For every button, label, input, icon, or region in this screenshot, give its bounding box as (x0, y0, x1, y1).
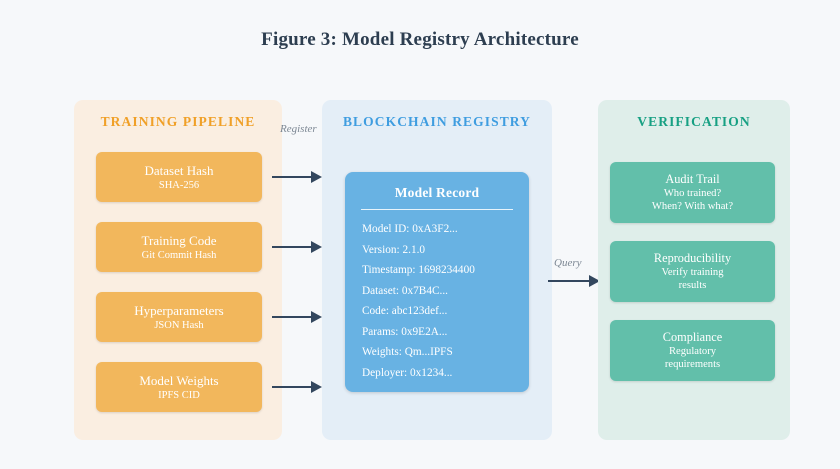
stage-title: Training Code (141, 232, 217, 248)
stage-title: Model Weights (139, 372, 219, 388)
verification-panel: VERIFICATION Audit Trail Who trained? Wh… (598, 100, 790, 440)
arrow-registry-to-verification (548, 275, 600, 287)
verify-subtitle-line2: results (678, 280, 707, 291)
verify-subtitle-line1: Who trained? (663, 188, 722, 199)
record-field: Code: abc123def... (362, 305, 448, 317)
arrow-code-to-registry (272, 241, 322, 253)
verify-box-compliance[interactable]: Compliance Regulatory requirements (610, 320, 775, 381)
stage-box-hyperparameters[interactable]: Hyperparameters JSON Hash (96, 292, 262, 342)
verify-subtitle-line2: requirements (664, 359, 721, 370)
arrow-dataset-to-registry (272, 171, 322, 183)
record-field: Deployer: 0x1234... (362, 366, 453, 379)
record-field: Timestamp: 1698234400 (362, 264, 475, 276)
stage-subtitle: Git Commit Hash (141, 249, 217, 261)
blockchain-registry-heading: BLOCKCHAIN REGISTRY (342, 114, 532, 129)
stage-subtitle: IPFS CID (158, 389, 200, 401)
verify-title: Audit Trail (665, 172, 720, 186)
stage-box-training-code[interactable]: Training Code Git Commit Hash (96, 222, 262, 272)
verify-title: Reproducibility (653, 251, 732, 265)
arrow-params-to-registry (272, 311, 322, 323)
arrow-label-query: Query (554, 257, 582, 269)
arrow-label-register: Register (280, 123, 317, 135)
verify-box-audit-trail[interactable]: Audit Trail Who trained? When? With what… (610, 162, 775, 223)
verify-subtitle-line1: Regulatory (668, 346, 717, 357)
arrow-weights-to-registry (272, 381, 322, 393)
model-record-title: Model Record (394, 185, 480, 200)
record-field: Version: 2.1.0 (362, 243, 426, 256)
record-field: Dataset: 0x7B4C... (362, 284, 448, 297)
model-record-divider (361, 209, 513, 210)
record-field: Model ID: 0xA3F2... (362, 223, 458, 235)
page-title: Figure 3: Model Registry Architecture (261, 29, 579, 50)
training-pipeline-panel: TRAINING PIPELINE Dataset Hash SHA-256 T… (74, 100, 282, 440)
model-record-card[interactable]: Model Record Model ID: 0xA3F2... Version… (345, 172, 529, 392)
verify-title: Compliance (662, 330, 723, 344)
stage-title: Hyperparameters (134, 302, 224, 318)
stage-subtitle: SHA-256 (158, 179, 200, 191)
stage-title: Dataset Hash (144, 162, 214, 178)
verify-subtitle-line2: When? With what? (651, 201, 734, 212)
verify-subtitle-line1: Verify training (661, 267, 724, 278)
record-field: Weights: Qm...IPFS (362, 346, 453, 358)
record-field: Params: 0x9E2A... (362, 325, 448, 338)
verification-heading: VERIFICATION (637, 114, 751, 129)
model-record-field-list: Model ID: 0xA3F2... Version: 2.1.0 Times… (345, 210, 529, 383)
blockchain-registry-panel: BLOCKCHAIN REGISTRY Model Record Model I… (322, 100, 552, 440)
training-pipeline-heading: TRAINING PIPELINE (100, 114, 256, 129)
stage-subtitle: JSON Hash (154, 319, 204, 331)
stage-box-model-weights[interactable]: Model Weights IPFS CID (96, 362, 262, 412)
stage-box-dataset-hash[interactable]: Dataset Hash SHA-256 (96, 152, 262, 202)
verify-box-reproducibility[interactable]: Reproducibility Verify training results (610, 241, 775, 302)
